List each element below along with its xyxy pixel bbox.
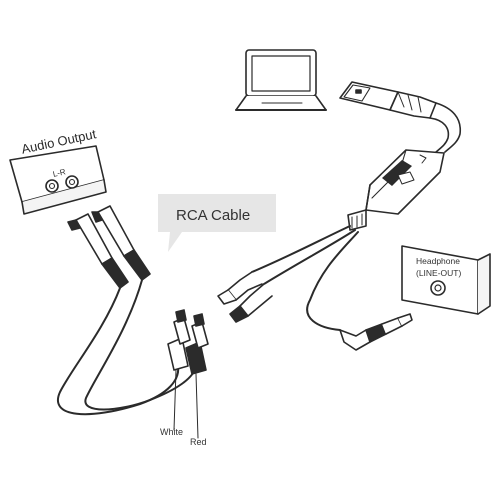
headphone-line-out-label: (LINE-OUT) bbox=[416, 268, 462, 278]
white-plug-label: White bbox=[160, 427, 184, 437]
usb-audio-adapter-icon bbox=[347, 149, 445, 231]
rca-cable-callout-label: RCA Cable bbox=[176, 207, 251, 224]
usb-plug-icon bbox=[339, 81, 461, 153]
3.5mm-jack-plug-icon bbox=[217, 271, 273, 323]
red-plug-label: Red bbox=[190, 437, 207, 447]
3.5mm-jack-plug-icon bbox=[339, 313, 413, 351]
rca-cable-callout bbox=[158, 194, 276, 252]
headphone-panel bbox=[401, 245, 491, 315]
laptop-icon bbox=[235, 49, 327, 111]
audio-output-panel bbox=[9, 145, 107, 215]
rca-plug-icon bbox=[167, 309, 209, 375]
rca-plug-icon bbox=[67, 205, 151, 289]
headphone-label: Headphone bbox=[416, 256, 460, 266]
